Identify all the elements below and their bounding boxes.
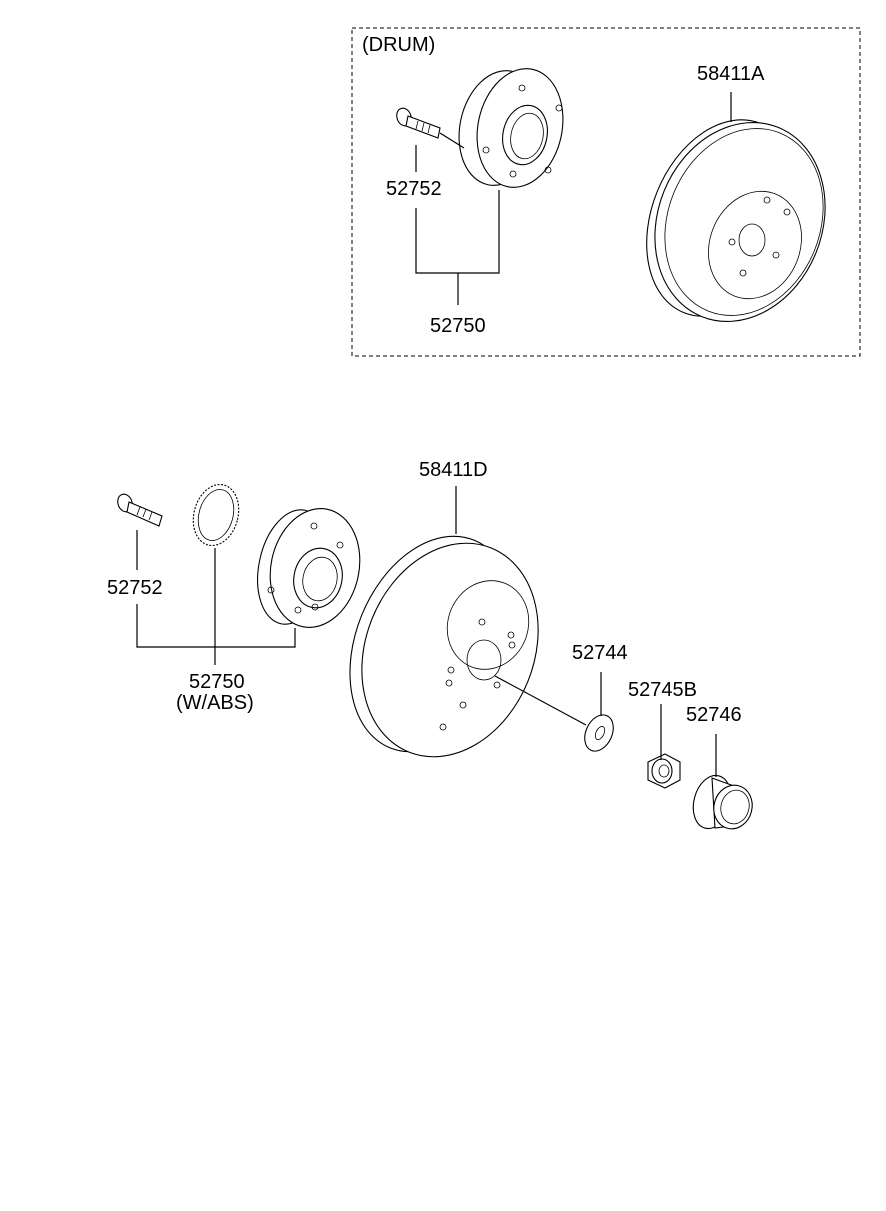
washer-part-number: 52744	[572, 642, 628, 664]
drum-bolt-leader	[439, 132, 465, 149]
washer	[584, 714, 614, 752]
drum-group-frame	[351, 27, 861, 357]
disc-part-number: 58411D	[419, 459, 488, 481]
brake-disc	[349, 535, 539, 758]
abs-tone-ring	[192, 483, 240, 547]
disc-hub-part-number: 52750	[189, 671, 245, 693]
disc-hub-note: (W/ABS)	[176, 692, 254, 714]
drum-bolt-part-number: 52752	[386, 178, 442, 200]
drum-group: (DRUM)	[351, 27, 861, 357]
disc-hub-bolt	[117, 493, 163, 527]
drum-hub-bolt	[396, 107, 441, 139]
nut-part-number: 52745B	[628, 679, 697, 701]
drum-hub-bracket	[415, 190, 500, 274]
disc-bolt-part-number: 52752	[107, 577, 163, 599]
brake-drum	[646, 119, 826, 322]
disc-group: 52752 52750 (W/ABS) 58411D 52744 52745B …	[107, 459, 753, 830]
hub-nut	[647, 753, 681, 789]
washer-leader-dashed	[494, 675, 587, 726]
drum-part-number: 58411A	[697, 63, 765, 85]
disc-hub-bracket	[136, 604, 296, 648]
drum-hub-part-number: 52750	[430, 315, 486, 337]
disc-wheel-hub	[257, 508, 361, 628]
cap-part-number: 52746	[686, 704, 742, 726]
drum-wheel-hub	[458, 68, 564, 188]
drum-group-title: (DRUM)	[362, 34, 435, 56]
grease-cap	[692, 774, 753, 830]
